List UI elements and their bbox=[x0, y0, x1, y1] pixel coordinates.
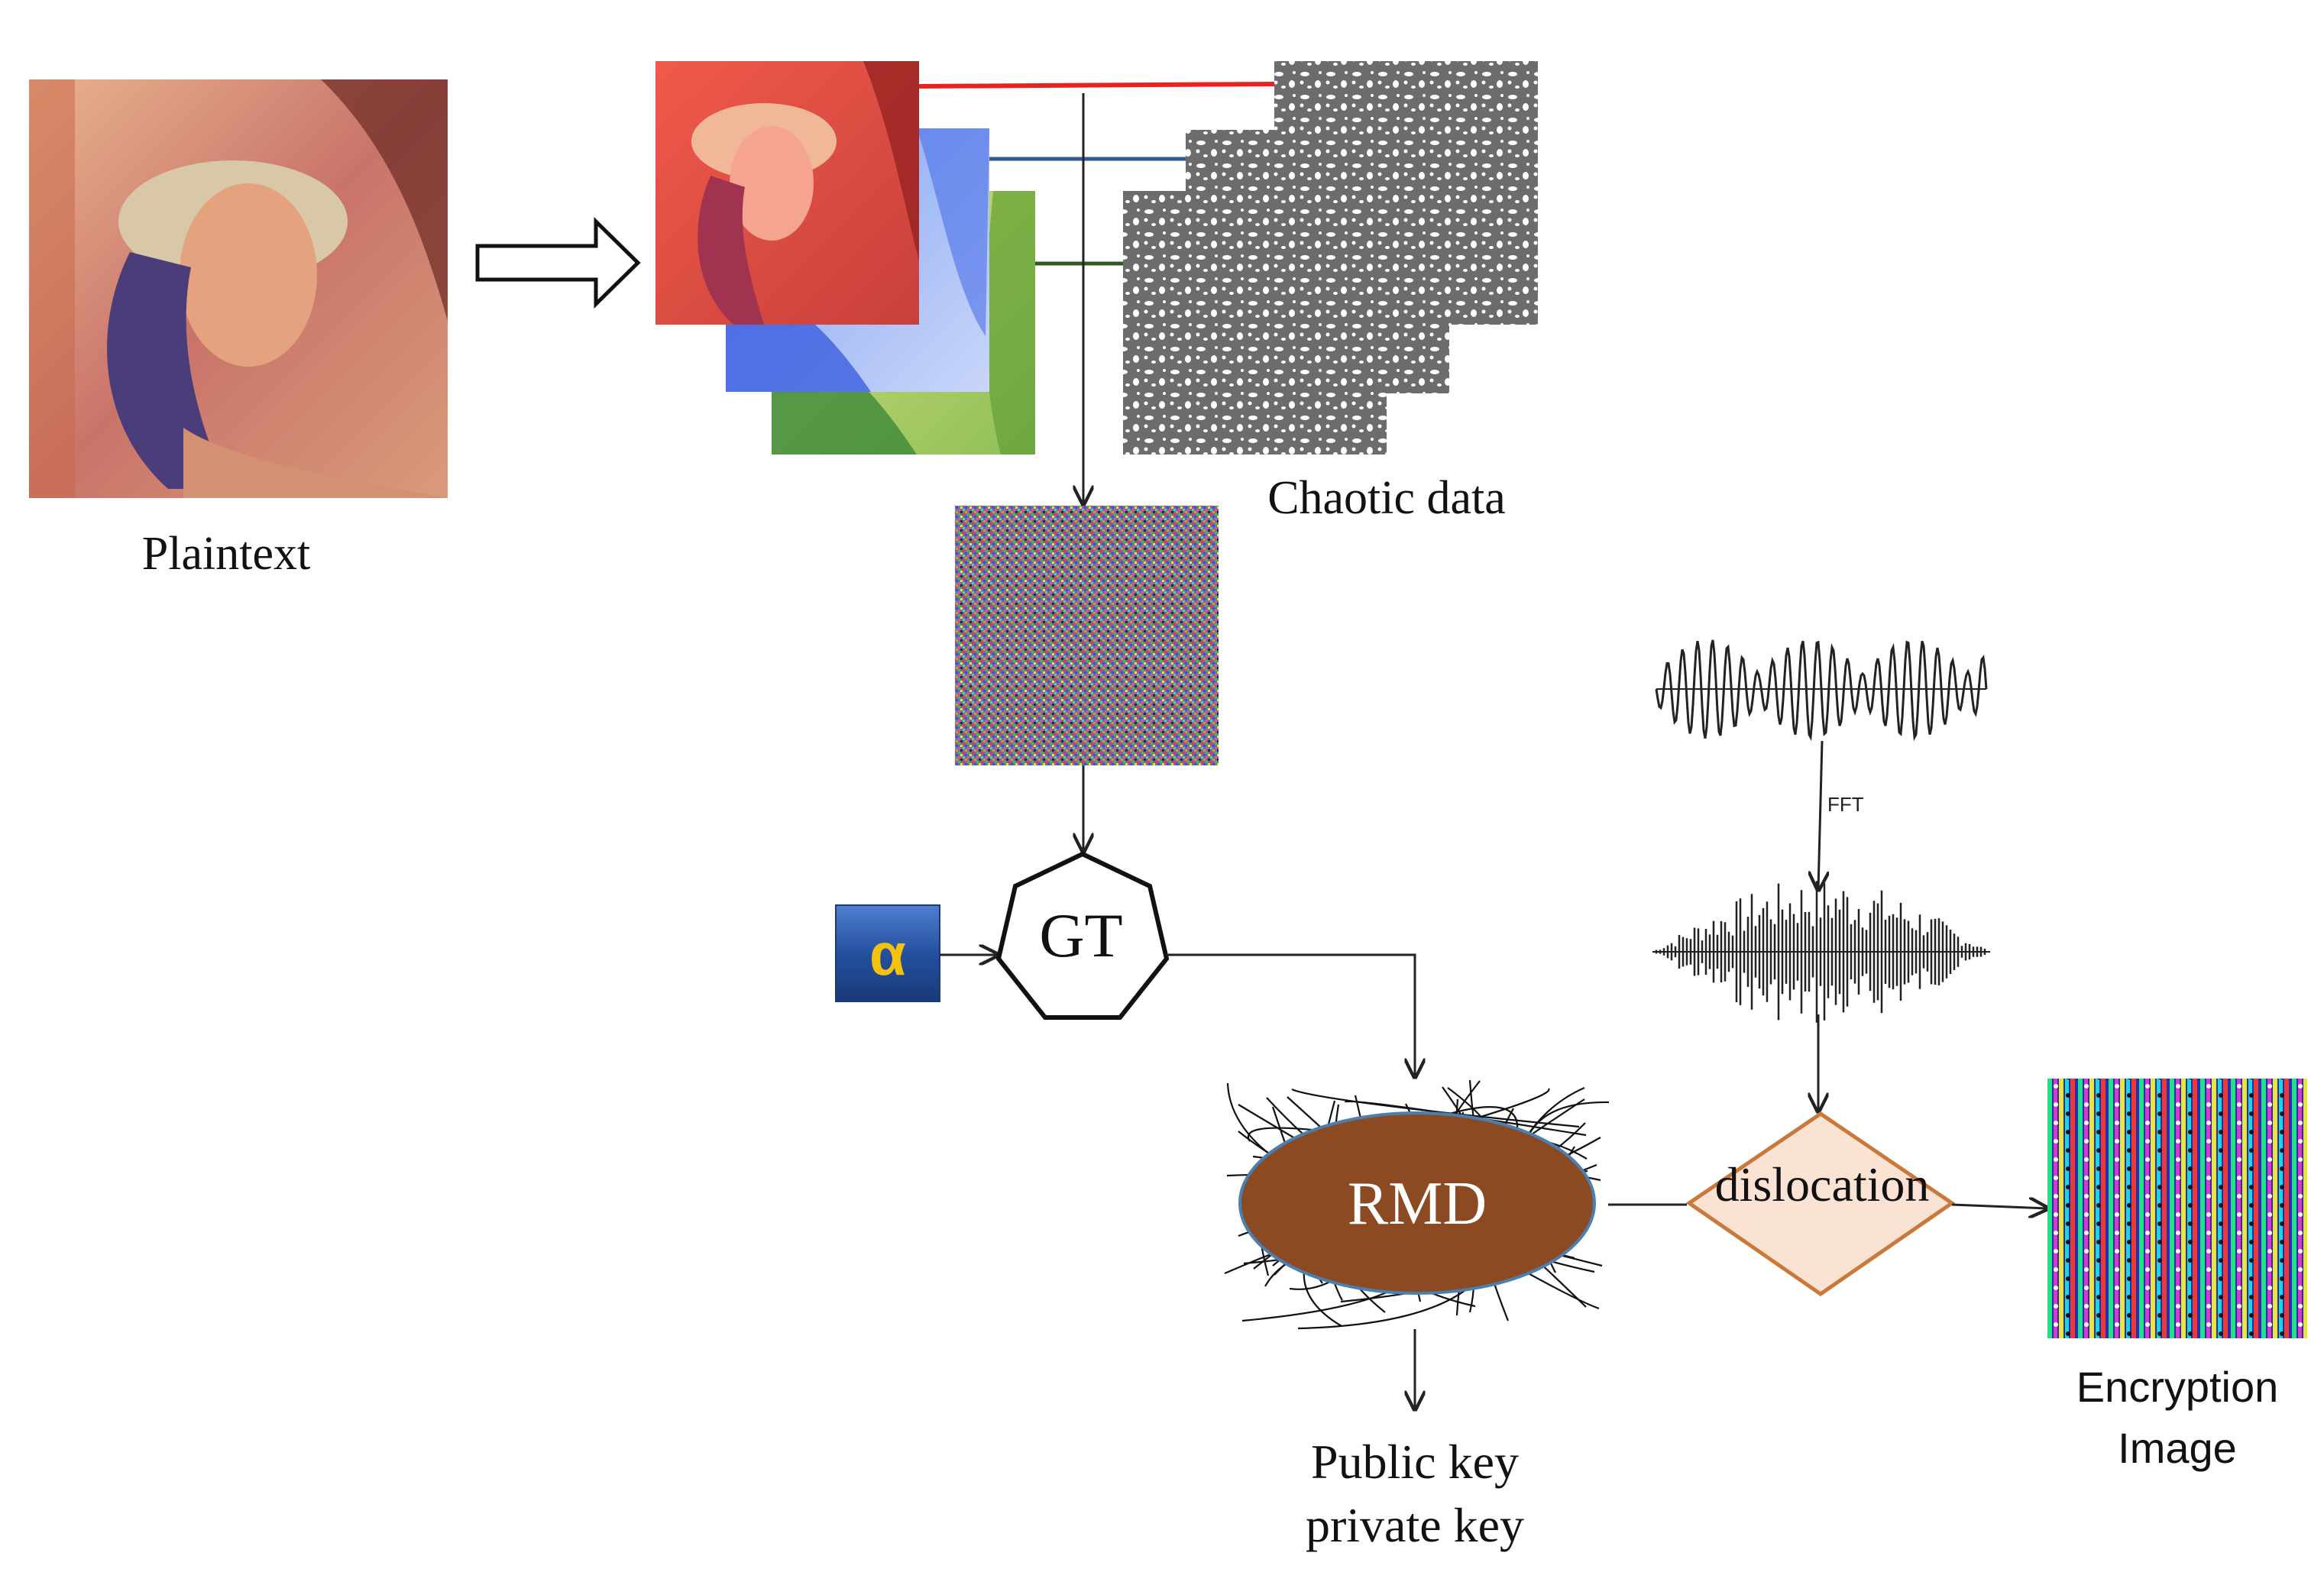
scrambled-image bbox=[955, 506, 1219, 765]
dislocation-label: dislocation bbox=[1715, 1157, 1930, 1212]
red-channel-line bbox=[918, 82, 1275, 89]
keys-label-line2: private key bbox=[1306, 1498, 1524, 1552]
split-arrow bbox=[475, 217, 641, 309]
red-channel-image bbox=[655, 61, 919, 325]
alpha-parameter: α bbox=[835, 904, 940, 1002]
alpha-symbol: α bbox=[869, 920, 906, 988]
encryption-image bbox=[2047, 1079, 2307, 1338]
fft-arrow bbox=[1818, 740, 1822, 890]
gt-heptagon bbox=[995, 851, 1170, 1020]
scribble-stroke bbox=[1344, 1100, 1587, 1137]
chaotic-data-images bbox=[1123, 61, 1538, 455]
chaotic-data-label: Chaotic data bbox=[1267, 472, 1506, 524]
dislocation-to-encryption-arrow bbox=[1951, 1205, 2047, 1208]
keys-label-line1: Public key bbox=[1311, 1435, 1519, 1489]
gt-label: GT bbox=[1039, 901, 1122, 970]
frequency-signal-wave bbox=[1652, 881, 1990, 1023]
encryption-label-line1: Encryption bbox=[2076, 1363, 2279, 1411]
gt-to-rmd-arrow bbox=[1167, 953, 1415, 1077]
encryption-label-line2: Image bbox=[2118, 1424, 2237, 1472]
plaintext-image bbox=[29, 79, 448, 498]
time-signal-wave bbox=[1655, 639, 1988, 742]
fft-label: FFT bbox=[1827, 793, 1864, 816]
plaintext-label: Plaintext bbox=[142, 528, 310, 580]
rmd-ellipse bbox=[1238, 1111, 1596, 1295]
rmd-label: RMD bbox=[1348, 1170, 1487, 1237]
dislocation-diamond bbox=[1685, 1111, 1956, 1297]
